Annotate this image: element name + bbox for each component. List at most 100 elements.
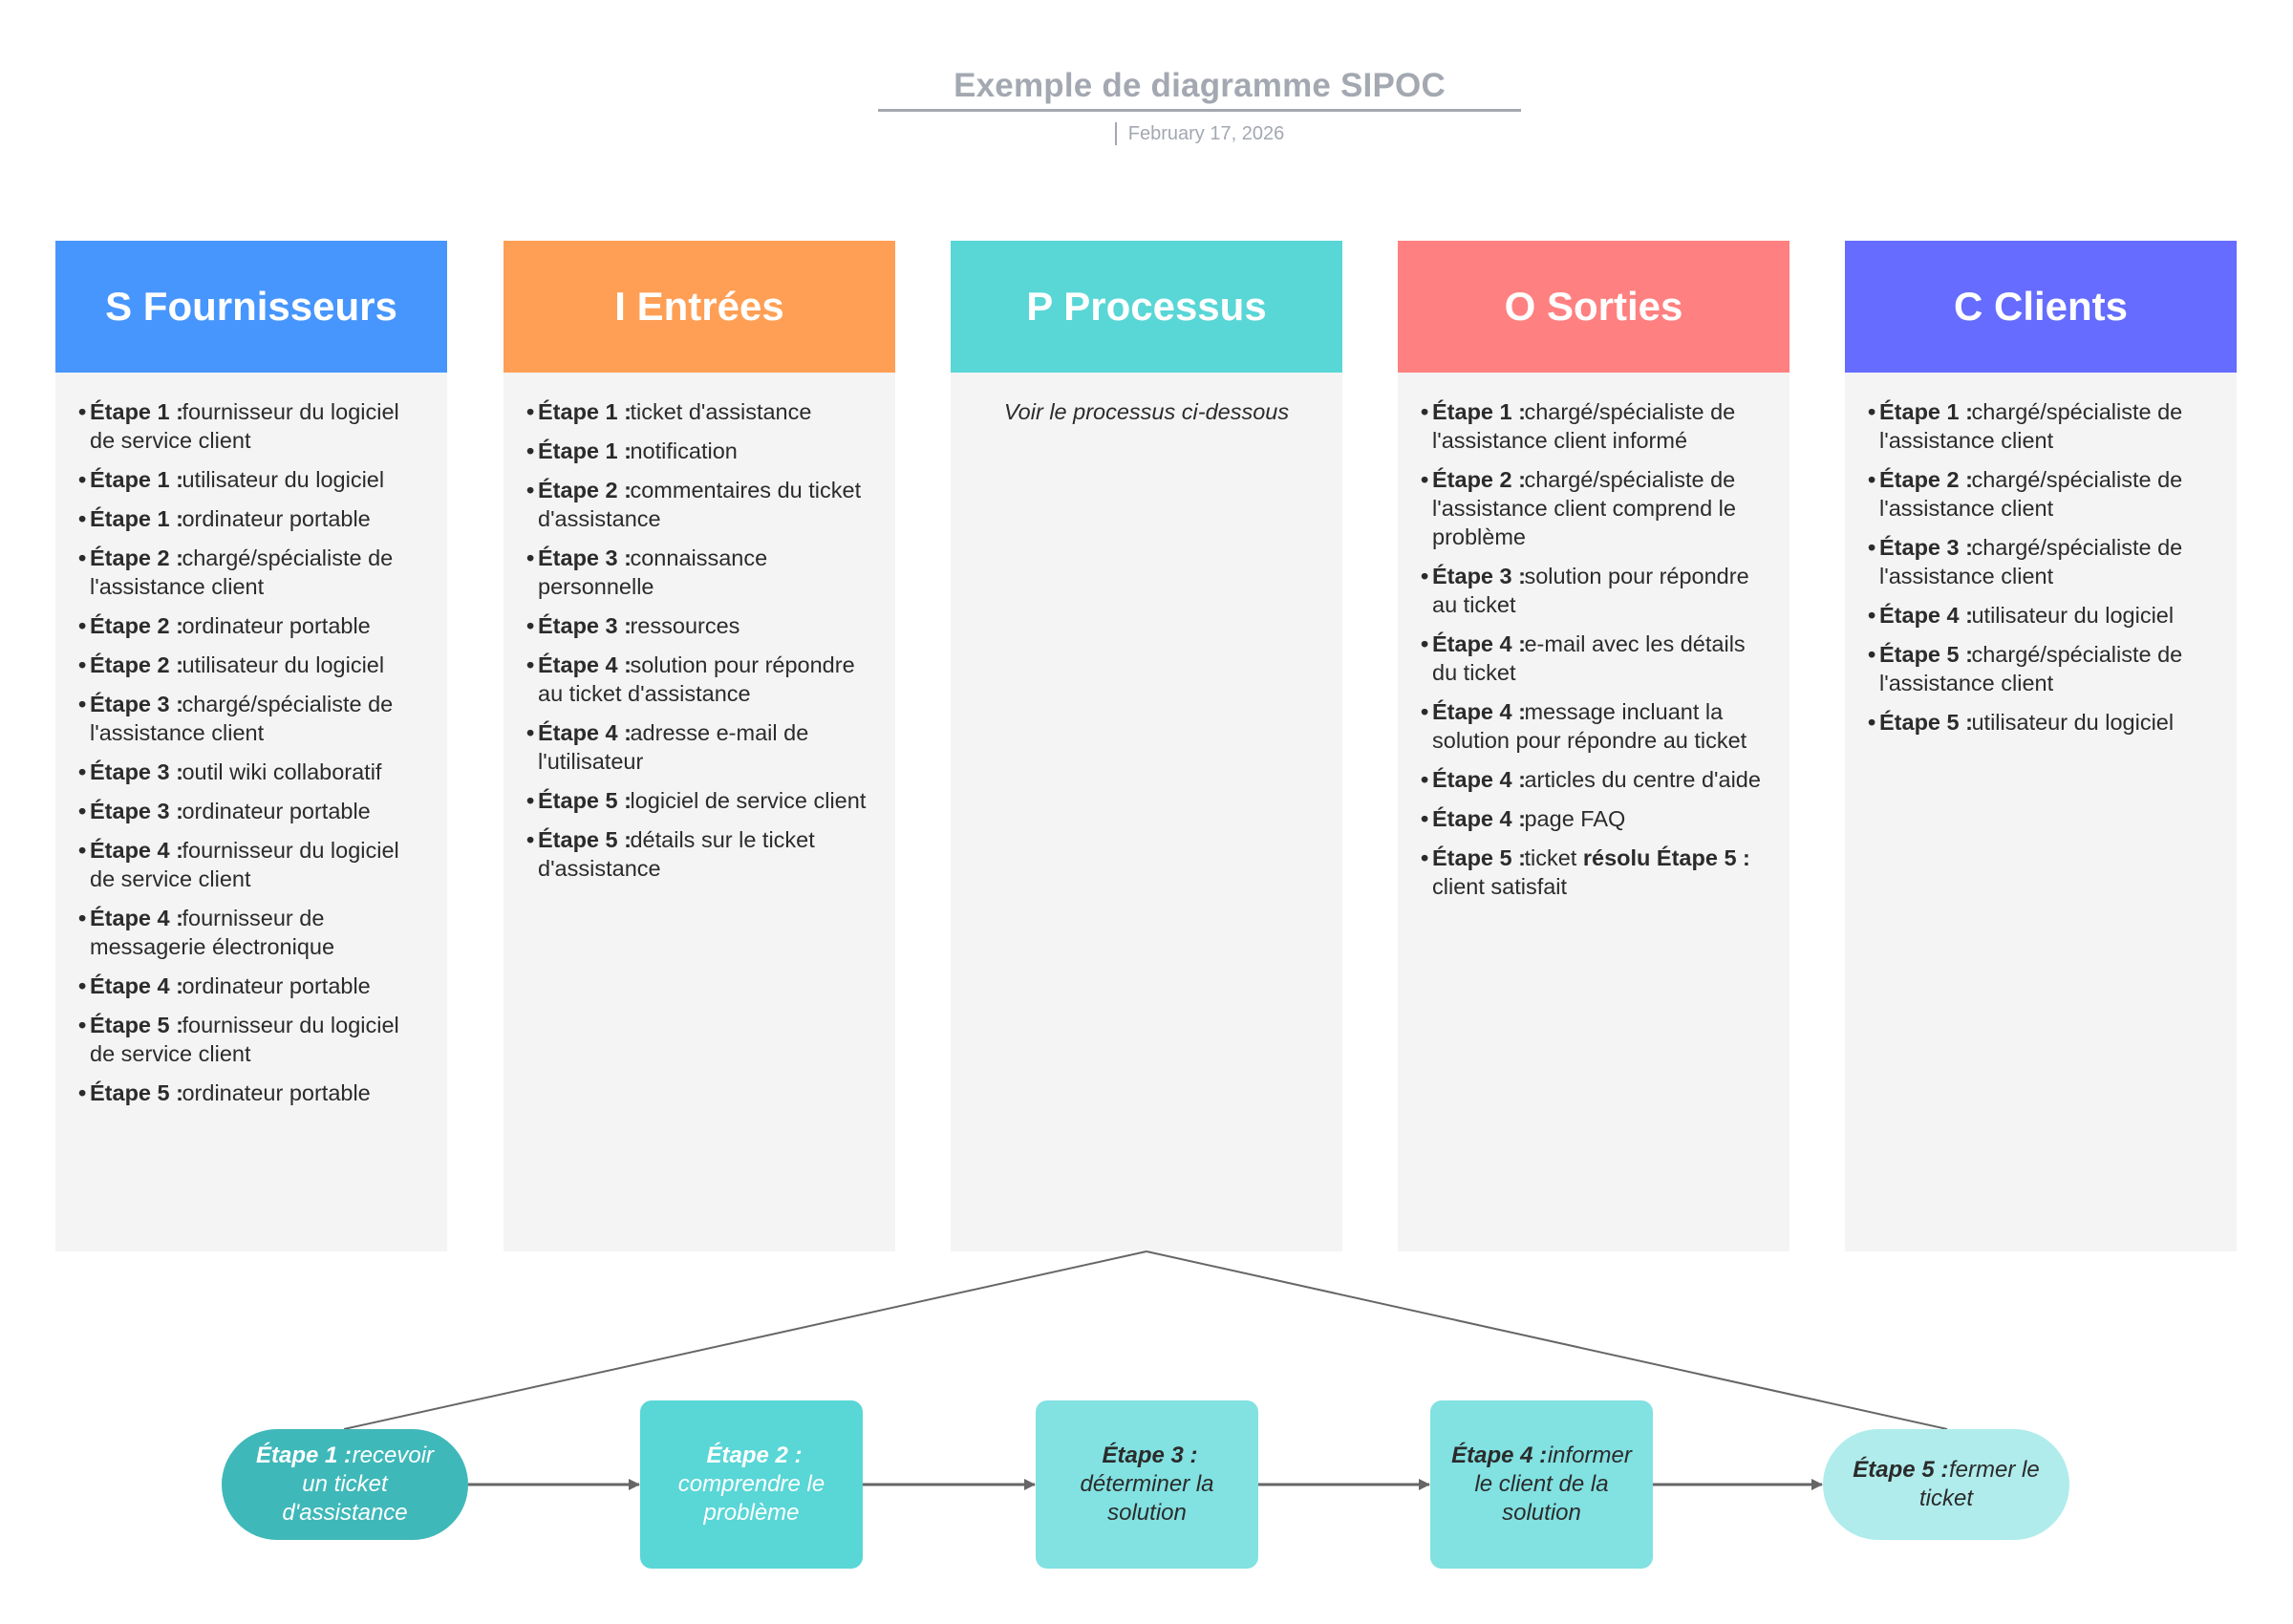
column-item: Étape 1 : notification bbox=[526, 437, 872, 465]
column-item: Étape 2 : chargé/spécialiste de l'assist… bbox=[1868, 465, 2214, 523]
column-item: Étape 1 : ordinateur portable bbox=[78, 504, 424, 533]
step-text: connaissance personnelle bbox=[538, 545, 768, 599]
step-label: Étape 4 : bbox=[90, 838, 183, 863]
column-header-customers: C Clients bbox=[1845, 241, 2237, 373]
column-header-suppliers: S Fournisseurs bbox=[55, 241, 447, 373]
column-item: Étape 1 : chargé/spécialiste de l'assist… bbox=[1868, 397, 2214, 455]
step-text: fournisseur de messagerie électronique bbox=[90, 906, 335, 959]
step-text: utilisateur du logiciel bbox=[175, 652, 385, 677]
process-note: Voir le processus ci-dessous bbox=[1003, 399, 1290, 424]
process-step-2[interactable]: Étape 2 : comprendre le problème bbox=[640, 1400, 863, 1569]
column-item: Étape 4 : adresse e-mail de l'utilisateu… bbox=[526, 718, 872, 776]
step-text: ticket d'assistance bbox=[623, 399, 812, 424]
column-process: P Processus Voir le processus ci-dessous bbox=[951, 241, 1342, 1251]
column-suppliers: S Fournisseurs Étape 1 : fournisseur du … bbox=[55, 241, 447, 1251]
title-underline bbox=[878, 109, 1521, 112]
step-label: Étape 3 : bbox=[90, 692, 183, 716]
column-header-inputs: I Entrées bbox=[504, 241, 895, 373]
column-item: Étape 5 : détails sur le ticket d'assist… bbox=[526, 825, 872, 883]
step-label: Étape 1 : bbox=[90, 506, 183, 531]
step-label: Étape 3 : bbox=[90, 759, 183, 784]
step-text: solution pour répondre au ticket d'assis… bbox=[538, 652, 855, 706]
step-text: recevoir un ticket d'assistance bbox=[282, 1442, 435, 1526]
step-text: logiciel de service client bbox=[623, 788, 867, 813]
column-title: I Entrées bbox=[614, 284, 784, 329]
process-step-3[interactable]: Étape 3 : déterminer la solution bbox=[1036, 1400, 1258, 1569]
step-text: ordinateur portable bbox=[175, 973, 371, 998]
step-label: Étape 4 : bbox=[538, 652, 632, 677]
step-label: Étape 1 : bbox=[90, 467, 183, 492]
step-text: détails sur le ticket d'assistance bbox=[538, 827, 815, 881]
column-outputs: O Sorties Étape 1 : chargé/spécialiste d… bbox=[1398, 241, 1789, 1251]
column-item: Étape 2 : utilisateur du logiciel bbox=[78, 651, 424, 679]
step-text: fournisseur du logiciel de service clien… bbox=[90, 399, 399, 453]
step-label: Étape 4 : bbox=[538, 720, 632, 745]
column-title: P Processus bbox=[1026, 284, 1267, 329]
column-item: Étape 3 : solution pour répondre au tick… bbox=[1421, 562, 1767, 619]
column-item: Étape 5 : chargé/spécialiste de l'assist… bbox=[1868, 640, 2214, 697]
step-text: ordinateur portable bbox=[175, 1080, 371, 1105]
step-text: chargé/spécialiste de l'assistance clien… bbox=[1879, 467, 2183, 521]
process-step-4[interactable]: Étape 4 : informer le client de la solut… bbox=[1430, 1400, 1653, 1569]
step-text: fermer le ticket bbox=[1918, 1457, 2040, 1511]
column-item: Étape 3 : connaissance personnelle bbox=[526, 544, 872, 601]
step-text: chargé/spécialiste de l'assistance clien… bbox=[90, 692, 394, 745]
column-title: O Sorties bbox=[1504, 284, 1683, 329]
step-label: Étape 4 : bbox=[1432, 806, 1526, 831]
step-label: Étape 5 : bbox=[90, 1080, 183, 1105]
step-text-bold: résolu Étape 5 : bbox=[1582, 845, 1750, 870]
column-item: Étape 4 : message incluant la solution p… bbox=[1421, 697, 1767, 755]
column-title: C Clients bbox=[1953, 284, 2129, 329]
step-text: ordinateur portable bbox=[175, 613, 371, 638]
column-item: Étape 5 : ticket résolu Étape 5 : client… bbox=[1421, 844, 1767, 901]
step-text: chargé/spécialiste de l'assistance clien… bbox=[1879, 642, 2183, 695]
step-text: déterminer la solution bbox=[1080, 1471, 1214, 1526]
column-item: Étape 4 : fournisseur de messagerie élec… bbox=[78, 904, 424, 961]
step-text: commentaires du ticket d'assistance bbox=[538, 478, 862, 531]
step-label: Étape 4 : bbox=[1451, 1442, 1548, 1468]
column-item: Étape 1 : chargé/spécialiste de l'assist… bbox=[1421, 397, 1767, 455]
column-item: Étape 4 : utilisateur du logiciel bbox=[1868, 601, 2214, 630]
step-label: Étape 4 : bbox=[1879, 603, 1973, 628]
step-label: Étape 5 : bbox=[1853, 1457, 1949, 1483]
column-item: Étape 5 : utilisateur du logiciel bbox=[1868, 708, 2214, 737]
step-label: Étape 1 : bbox=[1432, 399, 1526, 424]
step-label: Étape 3 : bbox=[1879, 535, 1973, 560]
step-text: chargé/spécialiste de l'assistance clien… bbox=[1879, 535, 2183, 588]
column-customers: C Clients Étape 1 : chargé/spécialiste d… bbox=[1845, 241, 2237, 1251]
process-step-1[interactable]: Étape 1 : recevoir un ticket d'assistanc… bbox=[222, 1429, 468, 1540]
step-label: Étape 3 : bbox=[90, 799, 183, 823]
step-text: fournisseur du logiciel de service clien… bbox=[90, 1013, 399, 1066]
step-label: Étape 3 : bbox=[1432, 564, 1526, 588]
step-text: ticket bbox=[1517, 845, 1583, 870]
date-row: February 17, 2026 bbox=[878, 122, 1521, 145]
step-label: Étape 5 : bbox=[1879, 642, 1973, 667]
step-text: notification bbox=[623, 438, 738, 463]
step-text: page FAQ bbox=[1517, 806, 1626, 831]
step-label: Étape 2 : bbox=[90, 652, 183, 677]
step-label: Étape 4 : bbox=[1432, 699, 1526, 724]
column-title: S Fournisseurs bbox=[105, 284, 397, 329]
step-text: e-mail avec les détails du ticket bbox=[1432, 631, 1746, 685]
process-step-5[interactable]: Étape 5 : fermer le ticket bbox=[1823, 1429, 2069, 1540]
step-label: Étape 3 : bbox=[538, 545, 632, 570]
column-item: Étape 3 : outil wiki collaboratif bbox=[78, 758, 424, 786]
step-label: Étape 2 : bbox=[90, 545, 183, 570]
step-label: Étape 1 : bbox=[255, 1442, 352, 1468]
step-text: chargé/spécialiste de l'assistance clien… bbox=[1879, 399, 2183, 453]
step-text: outil wiki collaboratif bbox=[175, 759, 382, 784]
step-text: chargé/spécialiste de l'assistance clien… bbox=[1432, 399, 1736, 453]
column-item: Étape 2 : chargé/spécialiste de l'assist… bbox=[78, 544, 424, 601]
column-item: Étape 3 : ordinateur portable bbox=[78, 797, 424, 825]
step-label: Étape 5 : bbox=[1432, 845, 1526, 870]
step-label: Étape 1 : bbox=[538, 399, 632, 424]
column-item: Étape 2 : commentaires du ticket d'assis… bbox=[526, 476, 872, 533]
step-label: Étape 1 : bbox=[90, 399, 183, 424]
diagram-date: February 17, 2026 bbox=[1127, 122, 1285, 144]
step-label: Étape 3 : bbox=[538, 613, 632, 638]
step-text: message incluant la solution pour répond… bbox=[1432, 699, 1747, 753]
column-item: Étape 1 : fournisseur du logiciel de ser… bbox=[78, 397, 424, 455]
column-item: Étape 4 : articles du centre d'aide bbox=[1421, 765, 1767, 794]
column-item: Étape 2 : ordinateur portable bbox=[78, 611, 424, 640]
